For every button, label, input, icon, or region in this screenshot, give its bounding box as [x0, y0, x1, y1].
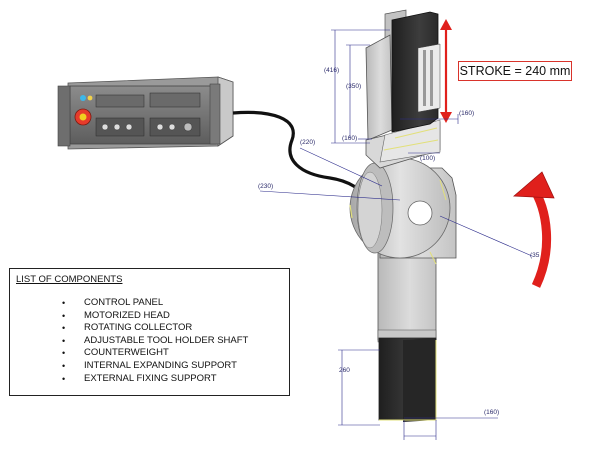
components-legend: LIST OF COMPONENTS CONTROL PANEL MOTORIZ… [9, 268, 290, 396]
dimension-35: (35 [530, 252, 540, 259]
components-title: LIST OF COMPONENTS [16, 274, 123, 285]
control-panel [57, 76, 234, 150]
dimension-350: (350) [346, 83, 362, 90]
dimension-100: (100) [420, 155, 436, 162]
component-item: CONTROL PANEL [62, 297, 248, 310]
dimension-lines [259, 29, 533, 440]
component-item: COUNTERWEIGHT [62, 347, 248, 360]
dimension-160-top: (160) [459, 110, 475, 117]
rotating-collector [349, 157, 457, 259]
component-item: MOTORIZED HEAD [62, 310, 248, 323]
counterweight [378, 337, 437, 422]
stroke-callout: STROKE = 240 mm [458, 61, 572, 81]
component-item: EXTERNAL FIXING SUPPORT [62, 373, 248, 386]
dimension-160-bottom: (160) [484, 409, 500, 416]
dimension-160-left: (160) [342, 135, 358, 142]
dimension-220: (220) [300, 139, 316, 146]
component-item: INTERNAL EXPANDING SUPPORT [62, 360, 248, 373]
dimension-260: 260 [339, 367, 350, 374]
edge-highlights [429, 179, 447, 265]
stroke-arrow [440, 19, 452, 123]
component-item: ROTATING COLLECTOR [62, 322, 248, 335]
dimension-230: (230) [258, 183, 274, 190]
motorized-head [365, 9, 441, 169]
dimension-416: (416) [324, 67, 340, 74]
components-list: CONTROL PANEL MOTORIZED HEAD ROTATING CO… [62, 297, 248, 385]
rotation-arrow [512, 171, 555, 288]
component-item: ADJUSTABLE TOOL HOLDER SHAFT [62, 335, 248, 348]
cable [232, 110, 370, 201]
